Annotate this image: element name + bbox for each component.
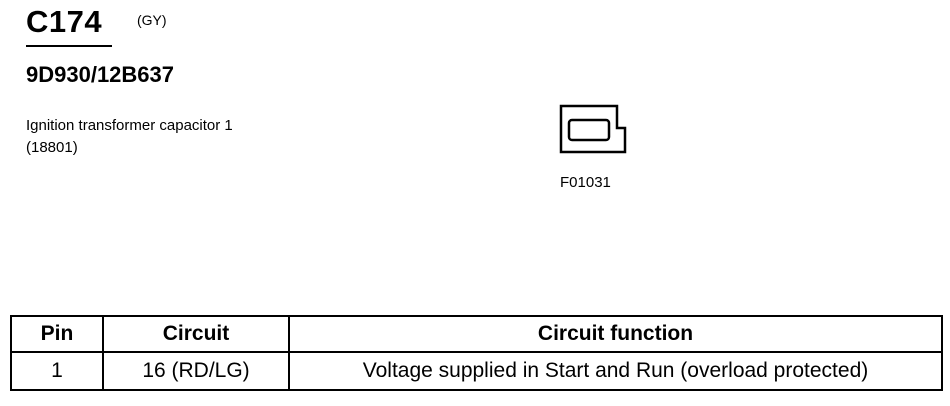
pin-table: Pin Circuit Circuit function 1 16 (RD/LG… xyxy=(10,315,943,391)
part-number: 9D930/12B637 xyxy=(26,62,175,87)
title-underline xyxy=(26,45,112,47)
table-header-row: Pin Circuit Circuit function xyxy=(10,315,943,353)
face-view-code: F01031 xyxy=(560,174,611,191)
header-pin: Pin xyxy=(10,315,104,353)
cell-circuit-function: Voltage supplied in Start and Run (overl… xyxy=(288,351,943,391)
header-circuit-function: Circuit function xyxy=(288,315,943,353)
cell-pin: 1 xyxy=(10,351,104,391)
cell-circuit: 16 (RD/LG) xyxy=(102,351,290,391)
connector-id: C174 xyxy=(26,4,103,39)
table-row: 1 16 (RD/LG) Voltage supplied in Start a… xyxy=(10,351,943,391)
connector-color-code: (GY) xyxy=(137,12,167,28)
header-circuit: Circuit xyxy=(102,315,290,353)
connector-face-icon xyxy=(559,104,627,154)
component-description: Ignition transformer capacitor 1 (18801) xyxy=(26,117,233,156)
